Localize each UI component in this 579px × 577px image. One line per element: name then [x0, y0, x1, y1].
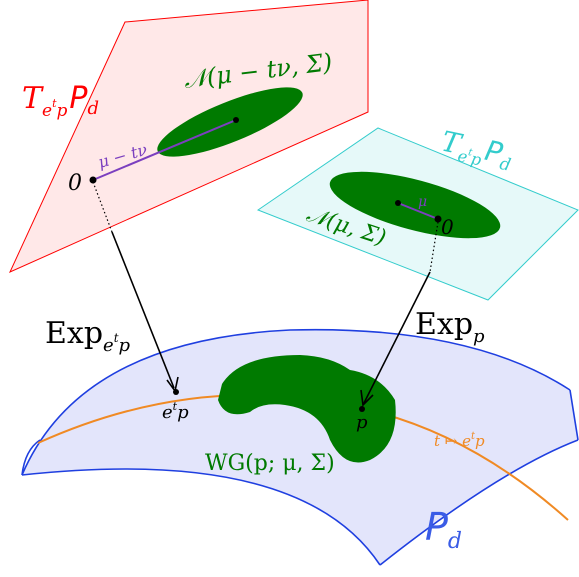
- left-origin-label: 0: [68, 171, 82, 196]
- left-plane-title: TetpPd: [22, 81, 99, 121]
- wg-label: WG(p; μ, Σ): [205, 451, 335, 476]
- left-mean-point: [233, 117, 239, 123]
- curve-label: t ↦ etp: [434, 431, 485, 450]
- right-segment-label: μ: [418, 194, 427, 210]
- manifold-point-etp: [173, 389, 179, 395]
- exp-left-label: Expetp: [45, 316, 131, 356]
- right-tangent-plane: [256, 127, 579, 301]
- manifold-bottom-left-edge: [21, 468, 381, 566]
- right-gaussian-blob: [329, 171, 501, 239]
- right-segment: [397, 202, 439, 220]
- manifold-surface: [21, 328, 579, 566]
- left-tangent-plane: [8, 0, 369, 273]
- right-origin-point: [434, 215, 442, 223]
- right-dotted-line: [429, 221, 439, 273]
- manifold-point-p-label: p: [356, 412, 368, 433]
- manifold-top-edge: [21, 328, 571, 476]
- manifold-fill: [22, 329, 578, 565]
- manifold-point-p: [359, 406, 365, 412]
- manifold-point-etp-label: etp: [162, 400, 189, 423]
- left-origin-point: [89, 176, 97, 184]
- manifold-right-edge: [569, 389, 579, 441]
- manifold-label: Pd: [425, 505, 462, 554]
- manifold-left-edge: [21, 439, 41, 476]
- wg-distribution-blob: [218, 355, 396, 463]
- exp-right-label: Expp: [415, 307, 485, 347]
- right-mean-point: [395, 200, 401, 206]
- left-dotted-line: [92, 181, 113, 233]
- right-origin-label: 0: [441, 215, 454, 239]
- manifold-bottom-right-edge: [379, 439, 579, 566]
- left-segment: [92, 119, 237, 181]
- exp-right-arrow: [360, 271, 431, 407]
